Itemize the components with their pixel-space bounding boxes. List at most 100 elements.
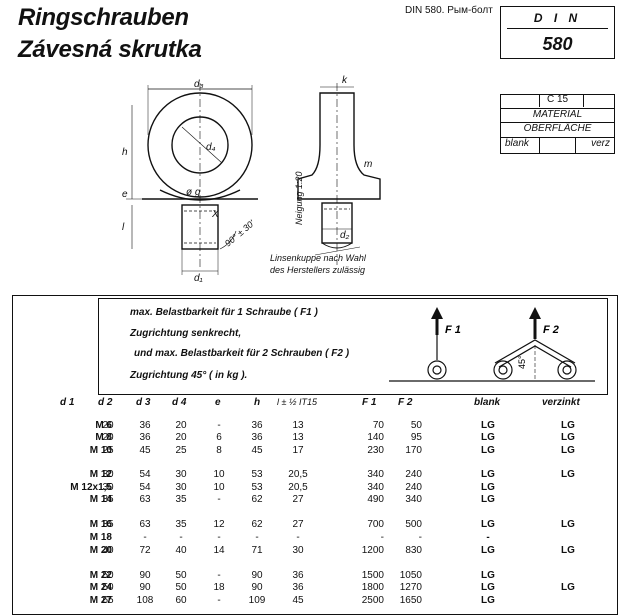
table-cell: 30	[175, 482, 187, 493]
table-cell: LG	[481, 545, 495, 556]
table-cell: LG	[481, 482, 495, 493]
note-line-1: Linsenkuppe nach Wahl	[270, 253, 367, 263]
load-line-1: max. Belastbarkeit für 1 Schraube ( F1 )	[130, 307, 318, 318]
russian-note: DIN 580. Рым-болт	[405, 5, 493, 16]
table-cell: LG	[561, 432, 575, 443]
dim-g: ø g	[186, 187, 201, 198]
dim-d4: d₄	[206, 142, 216, 153]
column-header: e	[215, 397, 221, 408]
table-cell: 1800	[361, 582, 384, 593]
angle-label: 45°	[517, 355, 527, 369]
material-box: C 15 MATERIAL OBERFLÄCHE blank verz	[500, 94, 615, 154]
table-cell: 10	[213, 469, 225, 480]
table-cell: M 22	[89, 570, 112, 581]
table-cell: 90	[251, 570, 263, 581]
surface-label: OBERFLÄCHE	[501, 122, 614, 134]
table-cell: 53	[251, 482, 263, 493]
table-cell: M 12	[89, 469, 112, 480]
table-cell: 63	[139, 494, 151, 505]
surface-options-row: blank verz	[501, 137, 614, 154]
title-german: Ringschrauben	[18, 4, 189, 31]
table-cell: 20,5	[288, 469, 308, 480]
table-cell: 36	[251, 420, 263, 431]
table-cell: 50	[102, 570, 114, 581]
table-cell: 36	[292, 582, 304, 593]
column-header: d 1	[60, 397, 75, 408]
table-cell: M 6	[95, 420, 112, 431]
column-header: verzinkt	[542, 397, 580, 408]
f1-label: F 1	[445, 324, 461, 336]
table-cell: 490	[367, 494, 384, 505]
column-header: d 2	[98, 397, 113, 408]
table-cell: -	[217, 570, 221, 581]
table-cell: 90	[139, 570, 151, 581]
column-header: F 1	[362, 397, 377, 408]
column-header: d 3	[136, 397, 151, 408]
table-cell: 36	[292, 570, 304, 581]
table-cell: 230	[367, 445, 384, 456]
table-cell: 700	[367, 519, 384, 530]
table-cell: 35	[175, 519, 187, 530]
table-cell: -	[106, 532, 110, 543]
table-cell: 340	[367, 469, 384, 480]
dim-d2: d₂	[340, 230, 350, 241]
table-cell: 25	[175, 445, 187, 456]
table-cell: 830	[405, 545, 422, 556]
column-header: d 4	[172, 397, 187, 408]
note-line-2: des Herstellers zulässig	[270, 265, 365, 275]
table-cell: LG	[481, 519, 495, 530]
table-cell: 62	[251, 519, 263, 530]
dim-h: h	[122, 147, 128, 158]
column-header: F 2	[398, 397, 413, 408]
table-cell: 1200	[361, 545, 384, 556]
table-cell: 20	[102, 432, 114, 443]
table-cell: 1270	[399, 582, 422, 593]
table-cell: LG	[561, 420, 575, 431]
table-cell: M 10	[89, 445, 112, 456]
table-cell: -	[179, 532, 183, 543]
table-cell: 45	[139, 445, 151, 456]
table-cell: 30	[102, 469, 114, 480]
table-cell: -	[143, 532, 147, 543]
table-cell: -	[217, 532, 221, 543]
material-value: C 15	[546, 94, 569, 105]
table-cell: LG	[561, 519, 575, 530]
table-cell: 13	[292, 432, 304, 443]
table-cell: LG	[481, 494, 495, 505]
dim-e: e	[122, 189, 128, 200]
load-line-2: Zugrichtung senkrecht,	[130, 328, 242, 339]
table-cell: 1500	[361, 570, 384, 581]
slope-note: Neigung 1:20	[294, 171, 304, 225]
column-header: blank	[474, 397, 501, 408]
table-cell: LG	[481, 582, 495, 593]
f1-arrow-shaft	[435, 317, 439, 335]
table-cell: 340	[367, 482, 384, 493]
table-cell: 50	[102, 582, 114, 593]
column-header: l ± ½ IT15	[277, 397, 317, 407]
table-cell: 63	[139, 519, 151, 530]
table-cell: 20,5	[288, 482, 308, 493]
table-cell: LG	[561, 469, 575, 480]
table-cell: -	[418, 532, 422, 543]
table-cell: 53	[251, 469, 263, 480]
table-cell: 8	[216, 445, 222, 456]
f2-label: F 2	[543, 324, 559, 336]
table-cell: 45	[251, 445, 263, 456]
table-cell: 10	[213, 482, 225, 493]
table-cell: 14	[213, 545, 225, 556]
table-cell: 30	[175, 469, 187, 480]
column-header: h	[254, 397, 261, 408]
din-number: 580	[542, 34, 573, 54]
table-cell: 25	[102, 445, 114, 456]
table-cell: -	[255, 532, 259, 543]
table-cell: 240	[405, 482, 422, 493]
dim-m: m	[364, 159, 372, 170]
table-cell: LG	[481, 420, 495, 431]
table-cell: 62	[251, 494, 263, 505]
table-cell: M 8	[95, 432, 112, 443]
table-cell: M 24	[89, 582, 112, 593]
table-cell: 95	[410, 432, 422, 443]
table-cell: -	[217, 420, 221, 431]
table-cell: 50	[175, 570, 187, 581]
table-cell: 30	[102, 482, 114, 493]
